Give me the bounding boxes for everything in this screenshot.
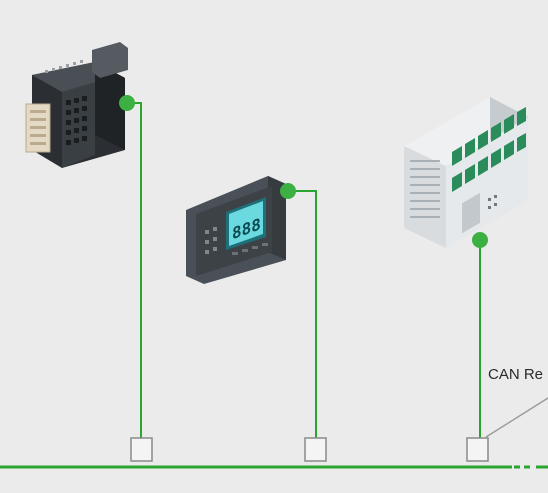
io-module-device bbox=[25, 42, 128, 168]
plc-controller-device bbox=[404, 97, 528, 248]
device-node-3 bbox=[472, 232, 488, 248]
display-controller-device: 888 bbox=[186, 176, 286, 284]
callout-label: CAN Re bbox=[488, 366, 544, 383]
bus-tap-1 bbox=[130, 437, 153, 462]
drop-line-2 bbox=[288, 190, 317, 458]
device-node-1 bbox=[119, 95, 135, 111]
drop-line-1 bbox=[127, 102, 142, 458]
bus-tap-2 bbox=[304, 437, 327, 462]
device-node-2 bbox=[280, 183, 296, 199]
bus-tap-3 bbox=[466, 437, 489, 462]
callout-leader-line bbox=[485, 397, 548, 438]
